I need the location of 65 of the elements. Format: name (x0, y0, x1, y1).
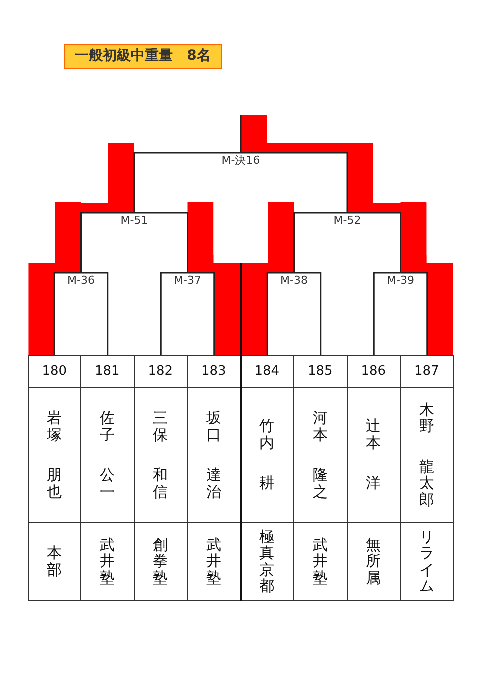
club-name: 本部 (47, 545, 62, 578)
bracket-line (266, 272, 294, 355)
bracket-line (188, 272, 216, 355)
club-name: 武井塾 (312, 536, 328, 586)
match-label: M-決16 (222, 153, 260, 167)
bracket-line (373, 272, 401, 355)
family-name: 辻本 (366, 418, 382, 452)
winner-highlight (28, 202, 82, 355)
entrant-column (81, 355, 134, 601)
club-name: 武井塾 (100, 536, 115, 586)
winner-highlight (242, 202, 294, 355)
match-label: M-52 (334, 213, 362, 227)
entry-number: 187 (414, 362, 440, 381)
entrant-column (28, 355, 82, 601)
bracket-line (80, 212, 134, 273)
given-name: 朋也 (47, 467, 62, 500)
family-name: 木野 (419, 402, 434, 435)
entry-number: 185 (308, 362, 333, 381)
bracket-line (400, 272, 428, 355)
family-name: 岩塚 (47, 410, 62, 443)
club-name: 武井塾 (206, 536, 222, 586)
family-name: 坂口 (206, 410, 222, 443)
bracket-line (294, 272, 322, 355)
family-name: 河本 (312, 410, 328, 443)
bracket-line (134, 212, 188, 273)
family-name: 三保 (153, 410, 168, 443)
match-label: M-37 (174, 273, 202, 287)
match-label: M-51 (120, 213, 148, 227)
bracket-line (348, 212, 402, 273)
match-label: M-38 (280, 273, 308, 287)
bracket-line (81, 272, 109, 355)
entrant-column (134, 355, 188, 601)
bracket-line (240, 114, 242, 153)
winner-highlight (188, 202, 240, 355)
entrant-column (400, 355, 454, 601)
bracket-line (54, 272, 82, 355)
entry-number: 184 (254, 362, 280, 381)
given-name: 和信 (153, 467, 168, 500)
given-name: 龍太郎 (419, 458, 434, 508)
entry-number: 181 (94, 362, 120, 381)
winner-highlight (400, 202, 454, 355)
entrant-column (348, 355, 401, 601)
family-name: 竹内 (260, 418, 275, 452)
club-name: リライム (419, 528, 434, 594)
given-name: 公一 (100, 467, 115, 500)
title-banner: 一般初級中重量 8名 (64, 44, 222, 69)
club-name: 創拳塾 (153, 536, 168, 586)
entry-number: 182 (148, 362, 174, 381)
match-label: M-39 (387, 273, 414, 287)
bracket-line (160, 272, 188, 355)
club-name: 無所属 (366, 536, 382, 586)
entry-number: 186 (361, 362, 386, 381)
club-name: 極真京都 (260, 528, 275, 594)
bracket-line (294, 212, 348, 273)
entry-number: 183 (201, 362, 226, 381)
given-name: 達治 (206, 467, 222, 500)
match-label: M-36 (68, 273, 95, 287)
family-name: 佐子 (100, 410, 115, 443)
given-name: 洋 (366, 475, 382, 492)
bracket-line (241, 152, 348, 213)
given-name: 耕 (260, 475, 275, 492)
bracket-line (134, 152, 241, 213)
entrant-column (294, 355, 348, 601)
entry-number: 180 (42, 362, 68, 381)
given-name: 隆之 (312, 467, 328, 500)
